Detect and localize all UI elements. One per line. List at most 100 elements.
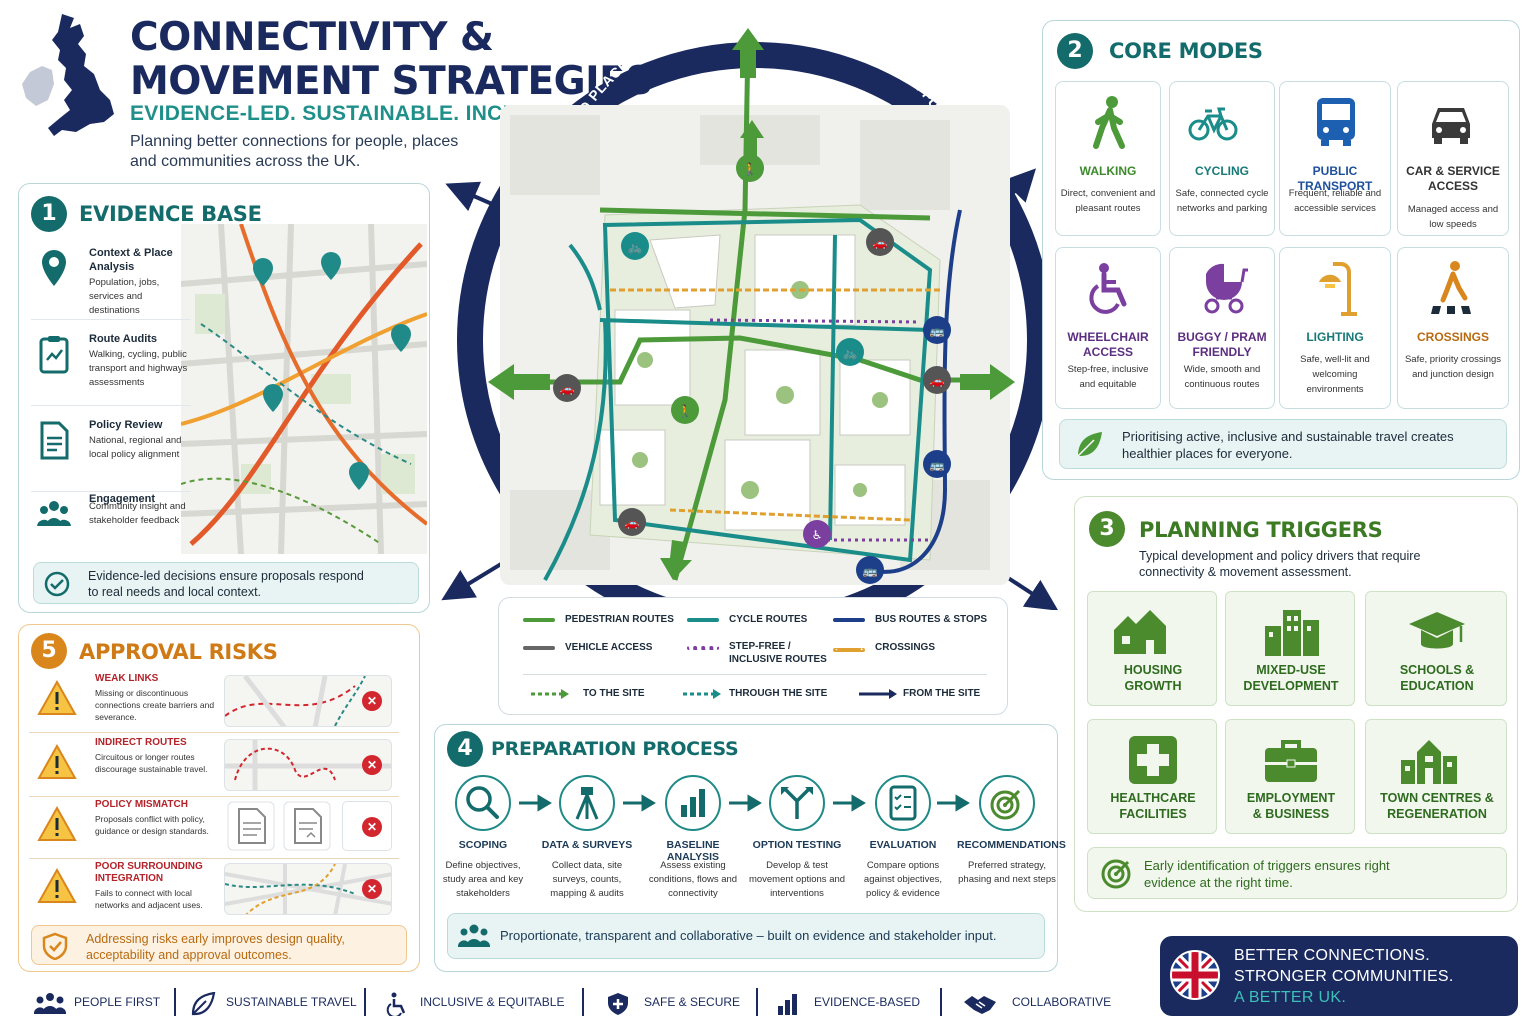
bus-icon: [1317, 98, 1355, 146]
trigger-healthcare: HEALTHCARE FACILITIES: [1087, 719, 1217, 834]
site-connectivity-diagram: CONNECTED PLACES • HEALTHY COMMUNITIES •…: [441, 20, 1059, 610]
footer-value-label: COLLABORATIVE: [1012, 995, 1112, 1009]
step-title: OPTION TESTING: [752, 839, 842, 851]
cross-icon: ✕: [362, 691, 382, 711]
cross-icon: ✕: [362, 879, 382, 899]
section-number: 3: [1089, 511, 1125, 547]
mode-cycling: CYCLING Safe, connected cycle networks a…: [1169, 81, 1275, 236]
step-desc: Collect data, site surveys, counts, mapp…: [550, 860, 624, 899]
walking-icon: [1093, 96, 1125, 149]
step-desc: Define objectives, study area and key st…: [442, 860, 524, 899]
risk-item-policy-mismatch: POLICY MISMATCH Proposals conflict with …: [29, 797, 399, 859]
mode-desc: Wide, smooth and continuous routes: [1183, 364, 1261, 390]
trigger-schools: SCHOOLS & EDUCATION: [1365, 591, 1507, 706]
mode-desc: Safe, well-lit and welcoming environment…: [1300, 354, 1370, 395]
evidence-item-route-audits: Route Audits Walking, cycling, public tr…: [31, 326, 191, 406]
preparation-process-panel: 4 PREPARATION PROCESS SCOPING Define obj…: [434, 724, 1066, 972]
step-desc: Develop & test movement options and inte…: [748, 860, 846, 899]
trigger-label: HOUSING GROWTH: [1123, 663, 1183, 693]
mode-desc: Step-free, inclusive and equitable: [1067, 364, 1149, 390]
footer-value-label: INCLUSIVE & EQUITABLE: [420, 995, 565, 1009]
graduation-cap-icon: [1409, 612, 1465, 649]
bar-chart-icon: [681, 789, 705, 817]
legend-divider: [523, 674, 987, 675]
step-title: RECOMMENDATIONS: [957, 839, 1066, 851]
banner-line-3: A BETTER UK.: [1234, 989, 1347, 1006]
mismatch-frame: [342, 801, 392, 851]
footer-divider: [940, 988, 942, 1016]
section-title: CORE MODES: [1109, 39, 1263, 63]
svg-text:🚗: 🚗: [930, 374, 945, 388]
mode-car-access: CAR & SERVICE ACCESS Managed access and …: [1397, 81, 1509, 236]
document-icon: [40, 421, 69, 460]
footer-value-label: PEOPLE FIRST: [74, 995, 161, 1009]
mode-desc: Direct, convenient and pleasant routes: [1060, 188, 1156, 214]
approval-risks-panel: 5 APPROVAL RISKS WEAK LINKS Missing or d…: [18, 624, 420, 972]
evidence-base-panel: 1 EVIDENCE BASE Context & Place Analysis…: [18, 183, 430, 613]
core-modes-note: Prioritising active, inclusive and susta…: [1059, 419, 1507, 469]
step-circle: [769, 775, 825, 831]
step-circle: [455, 775, 511, 831]
trigger-label: TOWN CENTRES & REGENERATION: [1380, 791, 1494, 821]
risk-desc: Fails to connect with local networks and…: [95, 888, 203, 910]
step-title: DATA & SURVEYS: [541, 839, 633, 851]
step-desc: Compare options against objectives, poli…: [863, 860, 943, 899]
wheelchair-icon: [1089, 263, 1127, 314]
evidence-item-context: Context & Place Analysis Population, job…: [31, 240, 191, 320]
clipboard-icon: [39, 336, 69, 374]
section-title: APPROVAL RISKS: [79, 640, 278, 664]
buildings-icon: [1265, 610, 1319, 656]
page-subtitle: Planning better connections for people, …: [130, 133, 459, 170]
title-line-1: CONNECTIVITY &: [130, 15, 494, 60]
step-arrows: [519, 794, 970, 812]
warning-icon: [37, 743, 77, 779]
shield-check-icon: [42, 932, 68, 960]
evidence-map-image: [181, 224, 427, 554]
shield-icon: [608, 993, 628, 1015]
risk-title: POLICY MISMATCH: [95, 799, 188, 810]
evidence-note-text: Evidence-led decisions ensure proposals …: [88, 569, 364, 599]
svg-text:🚗: 🚗: [873, 236, 888, 250]
mode-crossings: CROSSINGS Safe, priority crossings and j…: [1397, 247, 1509, 409]
mode-label: CAR & SERVICE ACCESS: [1406, 164, 1500, 193]
section-title: PREPARATION PROCESS: [491, 738, 739, 760]
mode-desc: Safe, priority crossings and junction de…: [1404, 354, 1502, 380]
step-title: EVALUATION: [869, 839, 937, 851]
svg-text:♿: ♿: [812, 528, 823, 542]
medical-cross-icon: [1129, 736, 1177, 784]
arrow-right-icon: [859, 689, 897, 699]
mode-public-transport: PUBLIC TRANSPORT Frequent, reliable and …: [1279, 81, 1391, 236]
risk-title: POOR SURROUNDING INTEGRATION: [95, 861, 203, 884]
target-icon: [1101, 859, 1131, 889]
map-pin-icon: [42, 250, 66, 286]
triggers-note: Early identification of triggers ensures…: [1087, 847, 1507, 899]
mode-lighting: LIGHTING Safe, well-lit and welcoming en…: [1279, 247, 1391, 409]
mode-desc: Managed access and low speeds: [1407, 204, 1499, 230]
footer-value-label: EVIDENCE-BASED: [814, 995, 921, 1009]
page-tagline: EVIDENCE-LED. SUSTAINABLE. INCLUSIVE.: [130, 102, 587, 125]
risk-title: INDIRECT ROUTES: [95, 737, 187, 748]
svg-text:🚶: 🚶: [678, 404, 693, 418]
mode-label: WALKING: [1079, 164, 1137, 178]
evidence-note: Evidence-led decisions ensure proposals …: [33, 562, 419, 604]
evidence-item-engagement: Engagement Community insight and stakeho…: [31, 486, 191, 566]
trigger-town-centres: TOWN CENTRES & REGENERATION: [1365, 719, 1507, 834]
handshake-icon: [964, 996, 996, 1014]
mode-buggy: BUGGY / PRAM FRIENDLY Wide, smooth and c…: [1169, 247, 1275, 409]
banner-line-1: BETTER CONNECTIONS.: [1234, 947, 1430, 964]
arrow-right-icon: [531, 689, 569, 699]
step-desc: Assess existing conditions, flows and co…: [648, 860, 738, 899]
people-icon: [458, 924, 490, 947]
step-circle: [559, 775, 615, 831]
evidence-item-desc: National, regional and local policy alig…: [89, 435, 182, 460]
evidence-item-policy-review: Policy Review National, regional and loc…: [31, 412, 191, 492]
leaf-icon: [1077, 432, 1102, 457]
step-circle: [875, 775, 931, 831]
cross-icon: ✕: [362, 755, 382, 775]
document-icon: [227, 801, 275, 851]
step-desc: Preferred strategy, phasing and next ste…: [958, 860, 1056, 885]
target-icon: [990, 789, 1021, 820]
mode-label: CYCLING: [1195, 164, 1249, 178]
section-number: 2: [1057, 33, 1093, 69]
pram-icon: [1204, 263, 1248, 314]
